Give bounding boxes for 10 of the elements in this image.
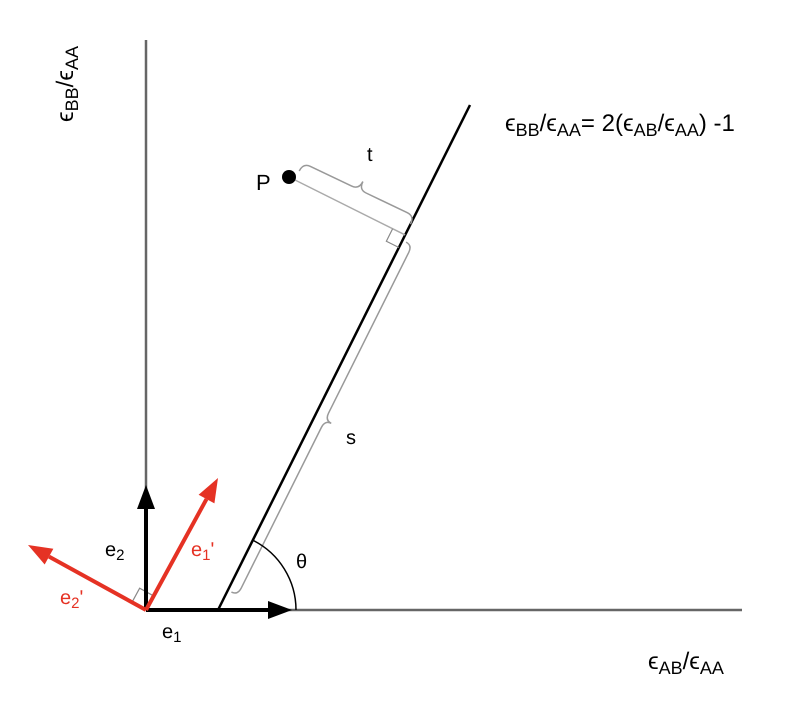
symbol-label: e$_{2}$': [60, 588, 84, 608]
symbol-label: P: [256, 172, 271, 194]
symbol-label: t: [367, 145, 373, 165]
axis-label: ϵ$_{AB}$/ϵ$_{AA}$: [648, 650, 724, 674]
symbol-label: e$_{2}$: [105, 540, 124, 560]
symbol-label: e$_{1}$: [162, 622, 182, 642]
symbol-label: θ: [296, 552, 308, 572]
equation-label: ϵ$_{BB}$/ϵ$_{AA}$= 2(ϵ$_{AB}$/ϵ$_{AA}$) -1: [505, 112, 735, 136]
symbol-label: s: [346, 428, 356, 448]
symbol-label: e$_{1}$': [191, 540, 214, 560]
